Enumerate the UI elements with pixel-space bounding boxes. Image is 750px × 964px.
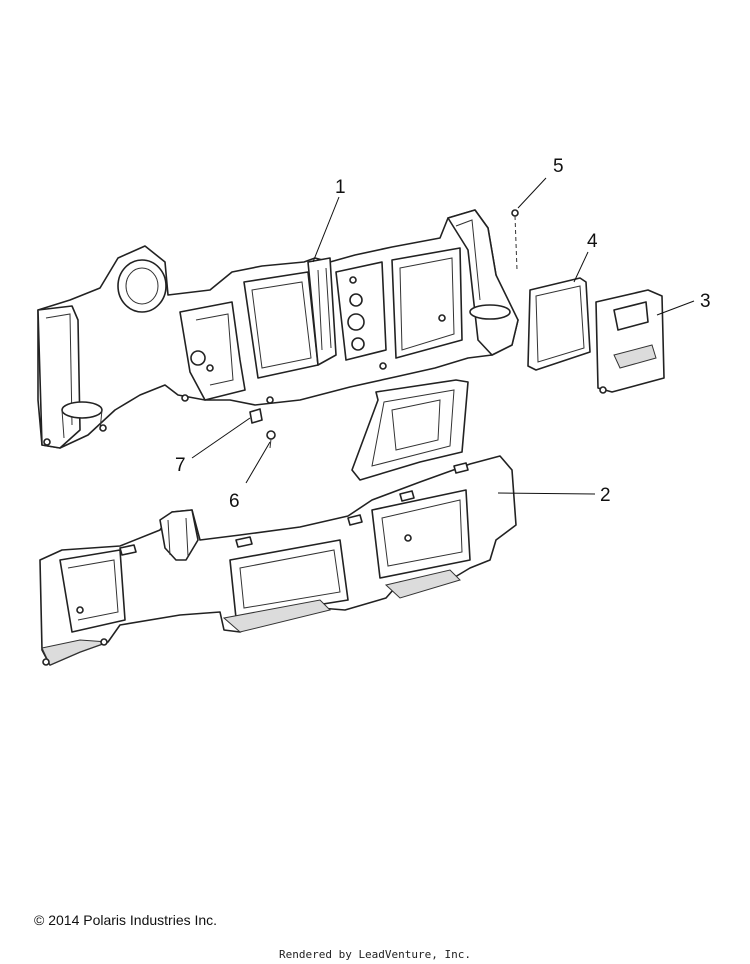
leader-3	[656, 300, 695, 316]
leader-2	[497, 492, 596, 495]
callout-7: 7	[175, 455, 186, 476]
dash-upper-panel	[37, 209, 519, 449]
gasket-part-4	[527, 277, 591, 371]
copyright-text: © 2014 Polaris Industries Inc.	[34, 912, 218, 928]
rendered-by-text: Rendered by LeadVenture, Inc.	[278, 948, 472, 961]
callout-3: 3	[700, 291, 711, 312]
callout-1: 1	[335, 177, 346, 198]
leader-6	[245, 441, 271, 484]
leader-7	[191, 417, 251, 459]
callout-5: 5	[553, 156, 564, 177]
dash-lower-panel	[39, 379, 517, 666]
leader-4	[573, 251, 589, 283]
screw-part-5	[511, 209, 519, 271]
leader-1	[312, 196, 340, 263]
glovebox-door-part-3	[595, 289, 665, 394]
clip-nut-part-7	[249, 408, 263, 424]
callout-6: 6	[229, 491, 240, 512]
leader-lines	[191, 177, 695, 495]
screw-part-6	[266, 430, 276, 449]
callout-2: 2	[600, 485, 611, 506]
leader-5	[517, 177, 547, 209]
callout-4: 4	[587, 231, 598, 252]
callout-labels: 1 5 4 3 2 7 6	[175, 156, 711, 512]
